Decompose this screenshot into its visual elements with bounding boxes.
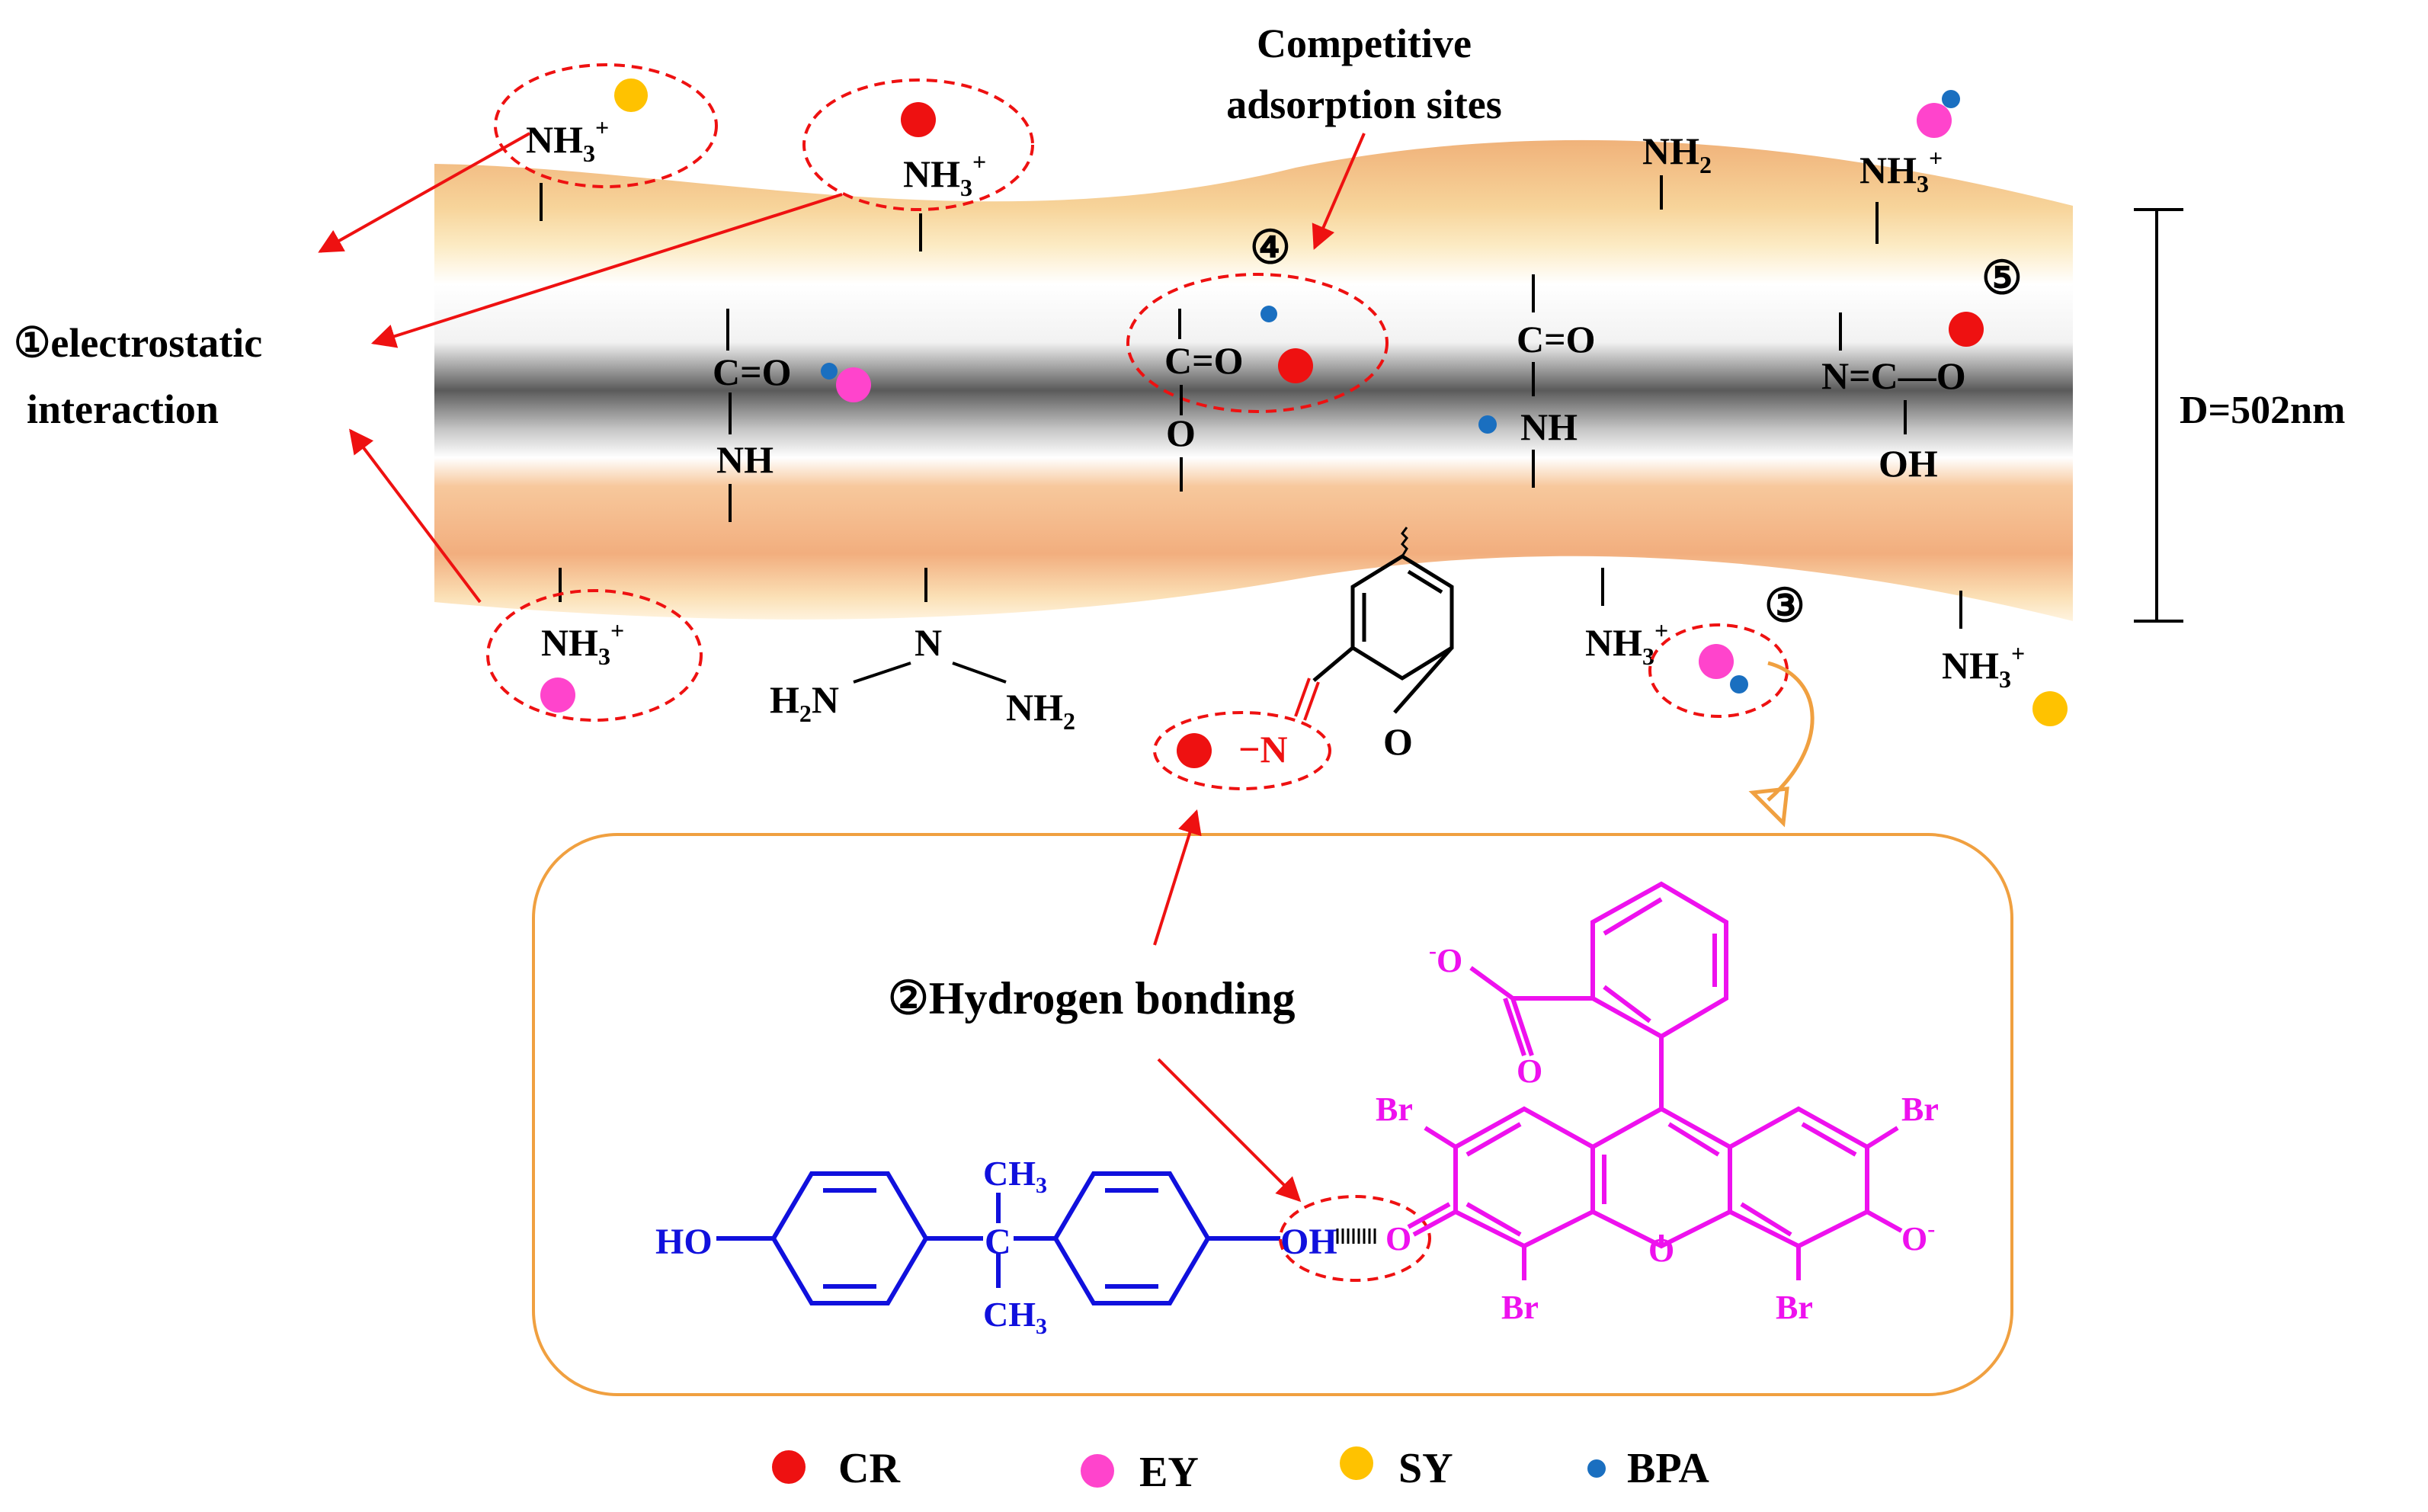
site-circle-hydrogen <box>1153 711 1331 790</box>
competitive-label-1: Competitive <box>1257 21 1472 66</box>
eosin-br-top-right: Br <box>1901 1091 1939 1128</box>
carbonyl-1: C=O <box>713 351 792 393</box>
bpa-ch3-bottom: CH3 <box>983 1295 1047 1339</box>
eosin-carbonyl-o: O <box>1517 1052 1542 1090</box>
site-circle-bottom-left <box>486 589 703 722</box>
eosin-phenoxide-o: O- <box>1901 1216 1935 1257</box>
site-circle-bpa-oh <box>1279 1195 1431 1282</box>
legend-sy-dot <box>1340 1446 1373 1480</box>
legend-ey-dot <box>1081 1454 1114 1488</box>
amino-nh2-top: NH2 <box>1642 130 1712 178</box>
eosin-carboxylate-o: -O <box>1429 938 1462 979</box>
amino-top-middle: NH3+ <box>903 148 986 201</box>
bpa-ch3-top: CH3 <box>983 1154 1047 1198</box>
site-circle-4 <box>1126 273 1389 413</box>
amine-n: N <box>915 621 942 664</box>
legend-ey-label: EY <box>1139 1449 1199 1496</box>
bpa-dot <box>1730 675 1748 694</box>
eosin-ring-o: O <box>1648 1232 1674 1269</box>
ey-dot <box>1699 644 1734 679</box>
site-circle-top-left <box>494 63 718 188</box>
eosin-br-bottom-right: Br <box>1776 1289 1813 1326</box>
nanofiber <box>434 139 2073 622</box>
amino-top-right: NH3+ <box>1859 144 1943 197</box>
orange-curved-arrow <box>1767 661 1815 802</box>
cr-dot <box>1949 312 1984 347</box>
bond-line <box>1312 646 1354 682</box>
ey-dot <box>836 367 871 402</box>
ey-dot <box>1917 103 1952 138</box>
quinone-o: O <box>1383 720 1413 763</box>
eosin-br-bottom-left: Br <box>1501 1289 1539 1326</box>
cr-dot <box>1177 733 1212 768</box>
eosin-br-top-left: Br <box>1376 1091 1413 1128</box>
arrow-to-electrostatic-1 <box>318 132 530 253</box>
cr-dot <box>1278 348 1313 383</box>
carbamic-oh: OH <box>1879 442 1938 485</box>
eosin-ketone-o: O <box>1385 1220 1411 1257</box>
competitive-arrow <box>1312 133 1366 250</box>
legend-sy-label: SY <box>1398 1445 1453 1492</box>
imine-n: −N <box>1238 728 1288 770</box>
legend: CR EY SY BPA <box>772 1445 1709 1496</box>
amino-bottom-left: NH3+ <box>541 617 624 670</box>
diameter-scale-bar <box>2134 208 2183 623</box>
site-circle-top-middle <box>802 78 1034 211</box>
diameter-label: D=502nm <box>2180 389 2345 432</box>
amide-nh-1: NH <box>716 438 774 481</box>
amino-bottom-right-2: NH3+ <box>1942 639 2025 693</box>
bpa-dot <box>1942 90 1960 108</box>
site-number-4: ④ <box>1250 223 1291 273</box>
bpa-ho: HO <box>655 1222 713 1262</box>
arrow-to-electrostatic-3 <box>349 428 482 604</box>
imine-bond <box>1294 678 1311 717</box>
sy-dot <box>614 78 648 112</box>
h2n-label: H2N <box>770 678 839 727</box>
bpa-oh: OH <box>1280 1222 1337 1262</box>
electrostatic-label-1: ①electrostatic <box>14 320 262 366</box>
ey-dot <box>540 678 575 713</box>
quinone-ring <box>1350 527 1454 714</box>
nh2-label: NH2 <box>1006 686 1075 735</box>
hydrogen-bonding-label: ②Hydrogen bonding <box>888 973 1296 1023</box>
hydrogen-bond <box>1336 1228 1376 1244</box>
bpa-dot <box>1260 306 1277 322</box>
bpa-structure <box>716 1171 1280 1305</box>
arrow-to-oh <box>1157 1058 1302 1203</box>
cr-dot <box>901 102 936 137</box>
sy-dot <box>2032 691 2068 726</box>
arrow-to-imine <box>1153 809 1202 946</box>
bond-line <box>952 662 1007 684</box>
legend-cr-dot <box>772 1450 806 1484</box>
arrow-to-electrostatic-2 <box>370 193 843 348</box>
legend-cr-label: CR <box>838 1445 900 1492</box>
bond-line <box>853 662 911 684</box>
competitive-label-2: adsorption sites <box>1226 82 1502 127</box>
carbamic-group: N=C—O <box>1821 354 1966 397</box>
legend-bpa-label: BPA <box>1627 1445 1709 1492</box>
site-number-3: ③ <box>1764 581 1805 631</box>
ester-o: O <box>1166 412 1196 454</box>
carbonyl-4: C=O <box>1164 339 1244 382</box>
amino-bottom-right-1: NH3+ <box>1585 617 1668 670</box>
hydrogen-bonding-box <box>532 833 2013 1396</box>
legend-bpa-dot <box>1587 1459 1606 1478</box>
eosin-y-structure <box>1407 881 1903 1280</box>
carbonyl-3: C=O <box>1517 318 1596 360</box>
site-number-5: ⑤ <box>1981 253 2023 303</box>
bpa-dot <box>1478 415 1497 434</box>
bpa-central-c: C <box>985 1222 1011 1262</box>
electrostatic-label-2: interaction <box>27 386 219 432</box>
orange-arrow-head <box>1748 786 1789 828</box>
imine-bond <box>1303 681 1320 721</box>
bpa-dot <box>821 363 838 380</box>
amide-nh-3: NH <box>1520 405 1578 448</box>
amino-top-left: NH3+ <box>526 114 609 167</box>
